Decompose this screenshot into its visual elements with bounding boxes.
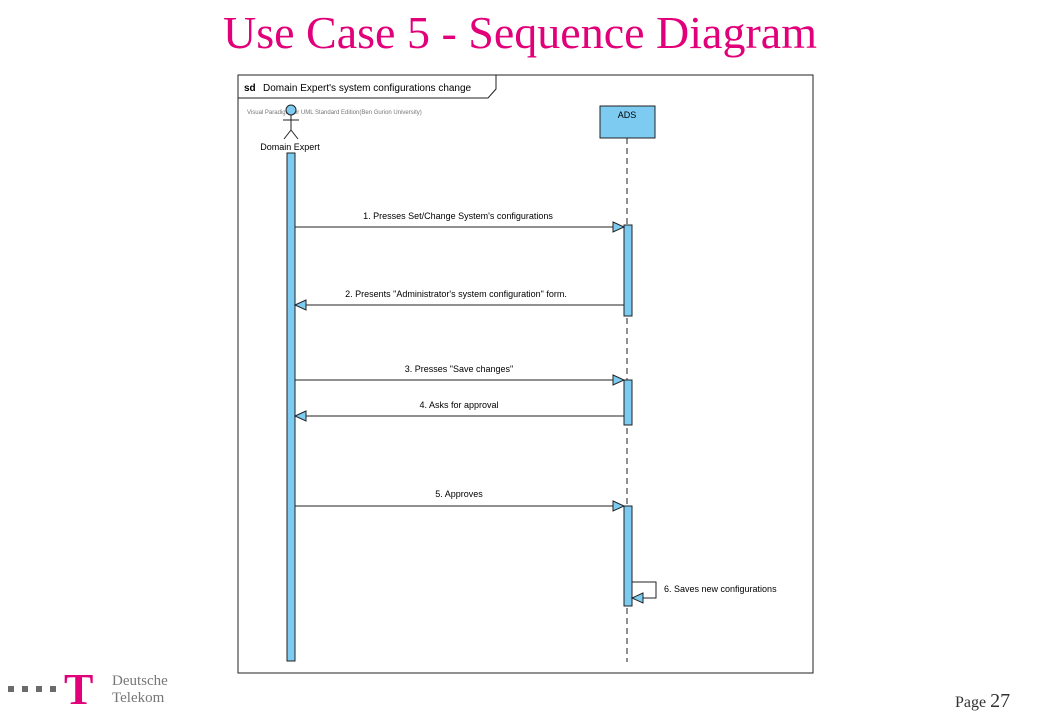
telekom-t-logo: T bbox=[64, 665, 94, 714]
message-5-arrowhead-icon bbox=[612, 500, 626, 512]
actor-label: Domain Expert bbox=[260, 142, 320, 152]
frame-watermark: Visual Paradigm for UML Standard Edition… bbox=[247, 110, 422, 116]
ads-activation-1 bbox=[623, 224, 633, 317]
ads-activation-3 bbox=[623, 505, 633, 607]
frame-title-tab bbox=[238, 75, 497, 99]
ads-activation-2 bbox=[623, 379, 633, 426]
message-4-arrowhead-icon bbox=[293, 410, 307, 422]
page-indicator: Page 27 bbox=[955, 690, 1010, 713]
diagram-frame bbox=[237, 74, 814, 674]
slide-title: Use Case 5 - Sequence Diagram bbox=[223, 7, 817, 58]
message-2-label: 2. Presents "Administrator's system conf… bbox=[345, 289, 567, 299]
ads-lifeline-label: ADS bbox=[618, 110, 637, 120]
message-3-label: 3. Presses "Save changes" bbox=[405, 364, 513, 374]
brand-name: Deutsche Telekom bbox=[112, 673, 168, 707]
message-6-label: 6. Saves new configurations bbox=[664, 584, 777, 594]
brand-line-1: Deutsche bbox=[112, 673, 168, 689]
brand-line-2: Telekom bbox=[112, 690, 165, 706]
actor-activation-bar bbox=[286, 152, 296, 662]
ads-lifeline-box bbox=[599, 105, 656, 139]
frame-keyword: sd bbox=[244, 83, 256, 94]
actor-domain-expert bbox=[283, 104, 299, 140]
message-1-label: 1. Presses Set/Change System's configura… bbox=[363, 211, 553, 221]
message-2-arrowhead-icon bbox=[293, 299, 307, 311]
message-1-arrowhead-icon bbox=[612, 221, 626, 233]
message-6-arrowhead-icon bbox=[630, 592, 644, 604]
page-number: 27 bbox=[990, 690, 1011, 712]
message-6-self-arrow bbox=[632, 581, 657, 599]
footer-dots bbox=[4, 674, 58, 694]
message-5-label: 5. Approves bbox=[435, 489, 483, 499]
actor-head-icon bbox=[285, 104, 297, 116]
message-3-arrowhead-icon bbox=[612, 374, 626, 386]
frame-title: Domain Expert's system configurations ch… bbox=[263, 83, 472, 94]
page-label: Page bbox=[955, 694, 987, 711]
message-4-label: 4. Asks for approval bbox=[419, 400, 498, 410]
